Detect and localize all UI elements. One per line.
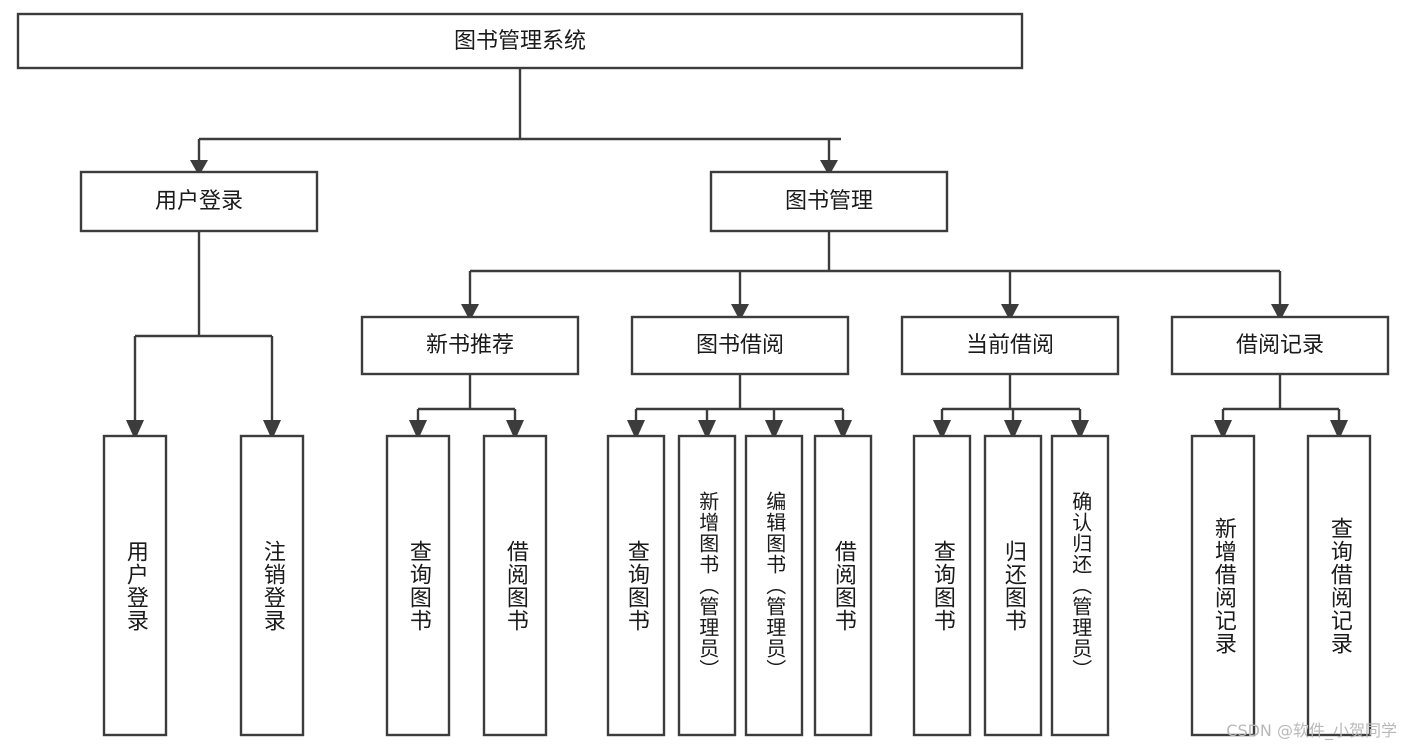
connector-bookborrow-trunk <box>634 374 845 424</box>
node-leaf-borrow-book-1-box[interactable] <box>482 434 548 737</box>
arrowhead-leaf-query-book-2 <box>627 420 645 440</box>
node-leaf-logout-box[interactable] <box>239 434 305 737</box>
connector-userlogin-trunk <box>133 231 274 424</box>
node-book-borrow-label: 图书借阅 <box>696 333 784 358</box>
node-current-borrow-label: 当前借阅 <box>966 333 1054 358</box>
arrowhead-leaf-logout <box>263 420 281 440</box>
connector-root-trunk <box>197 68 841 161</box>
arrowhead-new-book-rec <box>461 304 479 321</box>
node-leaf-query-book-3-box[interactable] <box>912 434 972 737</box>
node-current-borrow-box[interactable] <box>900 315 1120 376</box>
node-new-book-rec[interactable]: 新书推荐 <box>360 315 580 376</box>
connector-layer <box>126 68 1348 440</box>
node-leaf-add-record-box[interactable] <box>1190 434 1256 737</box>
node-leaf-confirm-return-box[interactable] <box>1050 434 1110 737</box>
arrowhead-user-login <box>190 160 208 176</box>
arrowhead-leaf-borrow-book-1 <box>506 420 524 440</box>
node-root-box[interactable] <box>16 12 1024 70</box>
connector-borrowrecord-trunk <box>1221 374 1341 424</box>
node-book-manage[interactable]: 图书管理 <box>709 170 949 233</box>
node-root-label: 图书管理系统 <box>454 29 586 54</box>
node-leaf-return-book-box[interactable] <box>983 434 1043 737</box>
arrowhead-book-manage <box>820 160 838 176</box>
arrowhead-book-borrow <box>731 304 749 321</box>
arrowhead-leaf-query-book-1 <box>409 420 427 440</box>
arrowhead-leaf-query-book-3 <box>933 420 951 440</box>
node-leaf-query-book-2-box[interactable] <box>606 434 666 737</box>
node-new-book-rec-box[interactable] <box>360 315 580 376</box>
node-borrow-record-box[interactable] <box>1170 315 1390 376</box>
node-borrow-record[interactable]: 借阅记录 <box>1170 315 1390 376</box>
arrowhead-leaf-user-login <box>126 420 144 440</box>
node-user-login[interactable]: 用户登录 <box>79 170 319 233</box>
node-user-login-label: 用户登录 <box>155 189 243 214</box>
arrowhead-leaf-add-book <box>698 420 716 440</box>
node-user-login-box[interactable] <box>79 170 319 233</box>
arrowhead-current-borrow <box>1001 304 1019 321</box>
connector-currentborrow-trunk <box>940 374 1082 424</box>
node-book-manage-box[interactable] <box>709 170 949 233</box>
connector-newbook-trunk <box>416 374 517 424</box>
node-root[interactable]: 图书管理系统 <box>16 12 1024 70</box>
node-leaf-borrow-book-2-box[interactable] <box>813 434 873 737</box>
arrowhead-leaf-add-record <box>1214 420 1232 440</box>
connector-bookmanage-trunk <box>468 231 1282 306</box>
node-book-manage-label: 图书管理 <box>785 189 873 214</box>
node-book-borrow[interactable]: 图书借阅 <box>630 315 850 376</box>
node-book-borrow-box[interactable] <box>630 315 850 376</box>
arrowhead-leaf-query-record <box>1330 420 1348 440</box>
node-new-book-rec-label: 新书推荐 <box>426 333 514 358</box>
leaf-nodes-layer <box>102 434 1372 737</box>
node-borrow-record-label: 借阅记录 <box>1236 333 1324 358</box>
node-leaf-query-record-box[interactable] <box>1306 434 1372 737</box>
arrowhead-leaf-edit-book <box>765 420 783 440</box>
arrowhead-leaf-return-book <box>1004 420 1022 440</box>
node-leaf-user-login-box[interactable] <box>102 434 168 737</box>
node-leaf-edit-book-box[interactable] <box>744 434 804 737</box>
csdn-watermark: CSDN @软件_小贺同学 <box>1226 721 1397 740</box>
node-leaf-add-book-box[interactable] <box>677 434 737 737</box>
arrowhead-leaf-confirm-return <box>1071 420 1089 440</box>
node-current-borrow[interactable]: 当前借阅 <box>900 315 1120 376</box>
arrowhead-leaf-borrow-book-2 <box>834 420 852 440</box>
node-leaf-query-book-1-box[interactable] <box>385 434 451 737</box>
arrowhead-borrow-record <box>1271 304 1289 321</box>
